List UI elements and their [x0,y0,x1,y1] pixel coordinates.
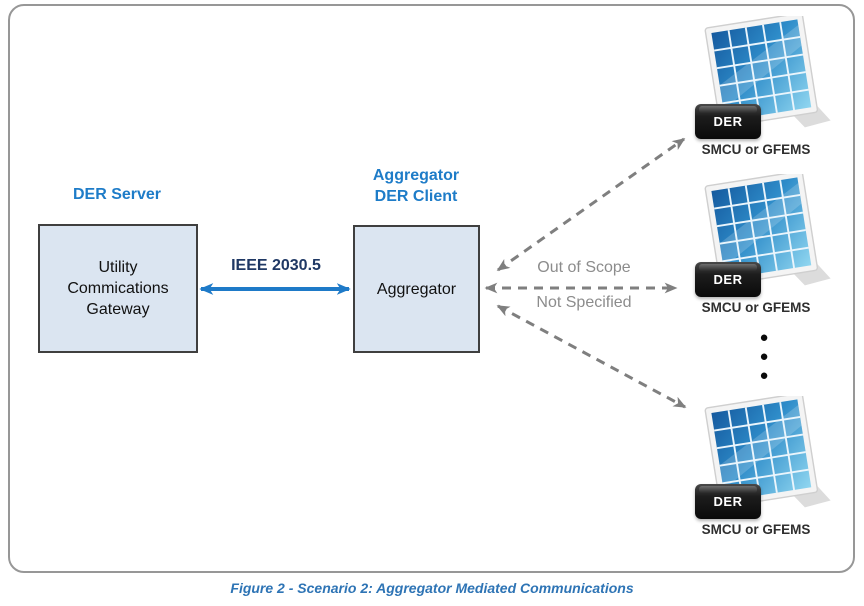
ellipsis-dot: ● [759,329,769,346]
smcu-gfems-label: SMCU or GFEMS [701,522,811,537]
aggregator-box: Aggregator [353,225,480,353]
aggregator-label: Aggregator [376,280,457,298]
smcu-gfems-label: SMCU or GFEMS [701,300,811,315]
der-unit-3: DER SMCU or GFEMS [676,396,841,542]
der-device-label: DER [713,272,743,287]
utility-gateway-box: Utility Commications Gateway [38,224,198,353]
smcu-gfems-label: SMCU or GFEMS [701,142,811,157]
der-unit-2: DER SMCU or GFEMS [676,174,841,320]
more-units-ellipsis: ● ● ● [752,328,776,385]
der-server-title: DER Server [72,186,162,203]
der-device-box: DER [695,104,761,139]
der-device-box: DER [695,262,761,297]
der-unit-1: DER SMCU or GFEMS [676,16,841,162]
der-device-box: DER [695,484,761,519]
ieee-2030-5-label: IEEE 2030.5 [231,257,321,274]
ellipsis-dot: ● [759,348,769,365]
not-specified-label: Not Specified [536,294,632,311]
utility-gateway-label: Utility Commications Gateway [67,259,169,318]
out-of-scope-label: Out of Scope [537,259,631,276]
aggregator-der-client-title: Aggregator DER Client [372,167,460,205]
figure-caption: Figure 2 - Scenario 2: Aggregator Mediat… [230,580,634,596]
der-device-label: DER [713,114,743,129]
ellipsis-dot: ● [759,367,769,384]
der-device-label: DER [713,494,743,509]
